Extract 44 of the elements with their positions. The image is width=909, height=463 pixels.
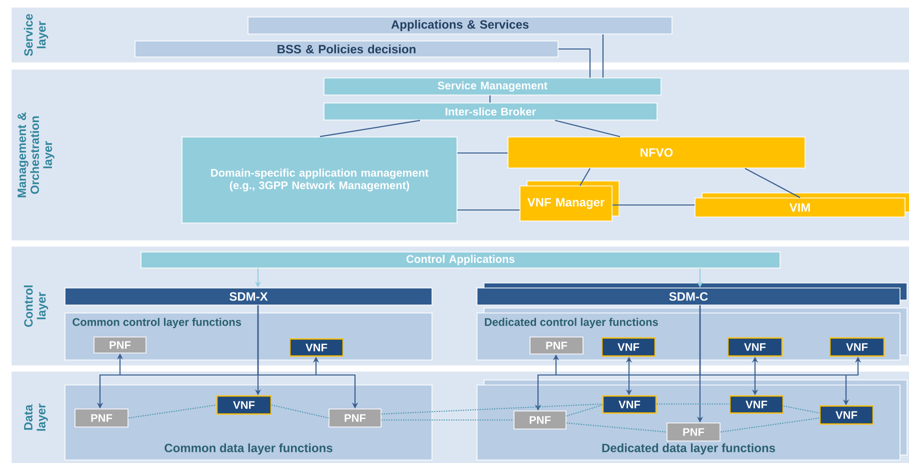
management-box: Service Management — [324, 78, 662, 96]
connector — [580, 168, 590, 186]
pnf-box: PNF — [94, 336, 146, 354]
connector — [554, 120, 620, 138]
dotted-link — [271, 404, 329, 419]
connector — [489, 95, 491, 103]
service-bar: BSS & Policies decision — [134, 40, 558, 58]
connector — [457, 152, 508, 154]
pnf-box: PNF — [530, 336, 584, 354]
pnf-box: PNF — [666, 422, 720, 442]
dotted-link — [381, 419, 514, 421]
nfv-box: VIM — [694, 192, 909, 218]
dotted-link — [784, 405, 820, 414]
service-bar: Applications & Services — [248, 16, 672, 34]
dotted-link — [381, 403, 602, 415]
management-box: Control Applications — [140, 252, 780, 268]
pnf-box: PNF — [514, 410, 566, 430]
pnf-box: PNF — [74, 408, 128, 428]
vnf-box: VNF — [829, 337, 885, 357]
dotted-link — [566, 404, 603, 417]
controller-bar: SDM-X — [64, 288, 432, 306]
vnf-box: VNF — [819, 405, 874, 425]
vnf-box: VNF — [729, 395, 784, 414]
pnf-box: PNF — [328, 408, 382, 428]
vnf-box: VNF — [727, 337, 783, 357]
connector — [744, 168, 800, 198]
connector — [602, 34, 604, 78]
management-box: Domain-specific application management (e.g., 3GPP Network Management) — [182, 136, 458, 224]
connector — [457, 209, 520, 211]
dotted-link — [720, 417, 820, 433]
vnf-box: VNF — [289, 338, 344, 357]
dotted-link — [128, 404, 216, 419]
dotted-link — [566, 422, 667, 433]
nfv-box: VNF Manager — [520, 180, 620, 222]
vnf-box: VNF — [602, 395, 657, 414]
management-box: Inter-slice Broker — [324, 102, 658, 120]
connector — [320, 120, 420, 138]
vnf-box: VNF — [601, 337, 656, 357]
controller-bar: SDM-C — [476, 282, 908, 306]
connector — [558, 48, 591, 78]
connector — [612, 204, 695, 206]
nfv-box: NFVO — [508, 136, 806, 168]
dotted-link — [656, 403, 730, 405]
vnf-box: VNF — [216, 395, 272, 415]
